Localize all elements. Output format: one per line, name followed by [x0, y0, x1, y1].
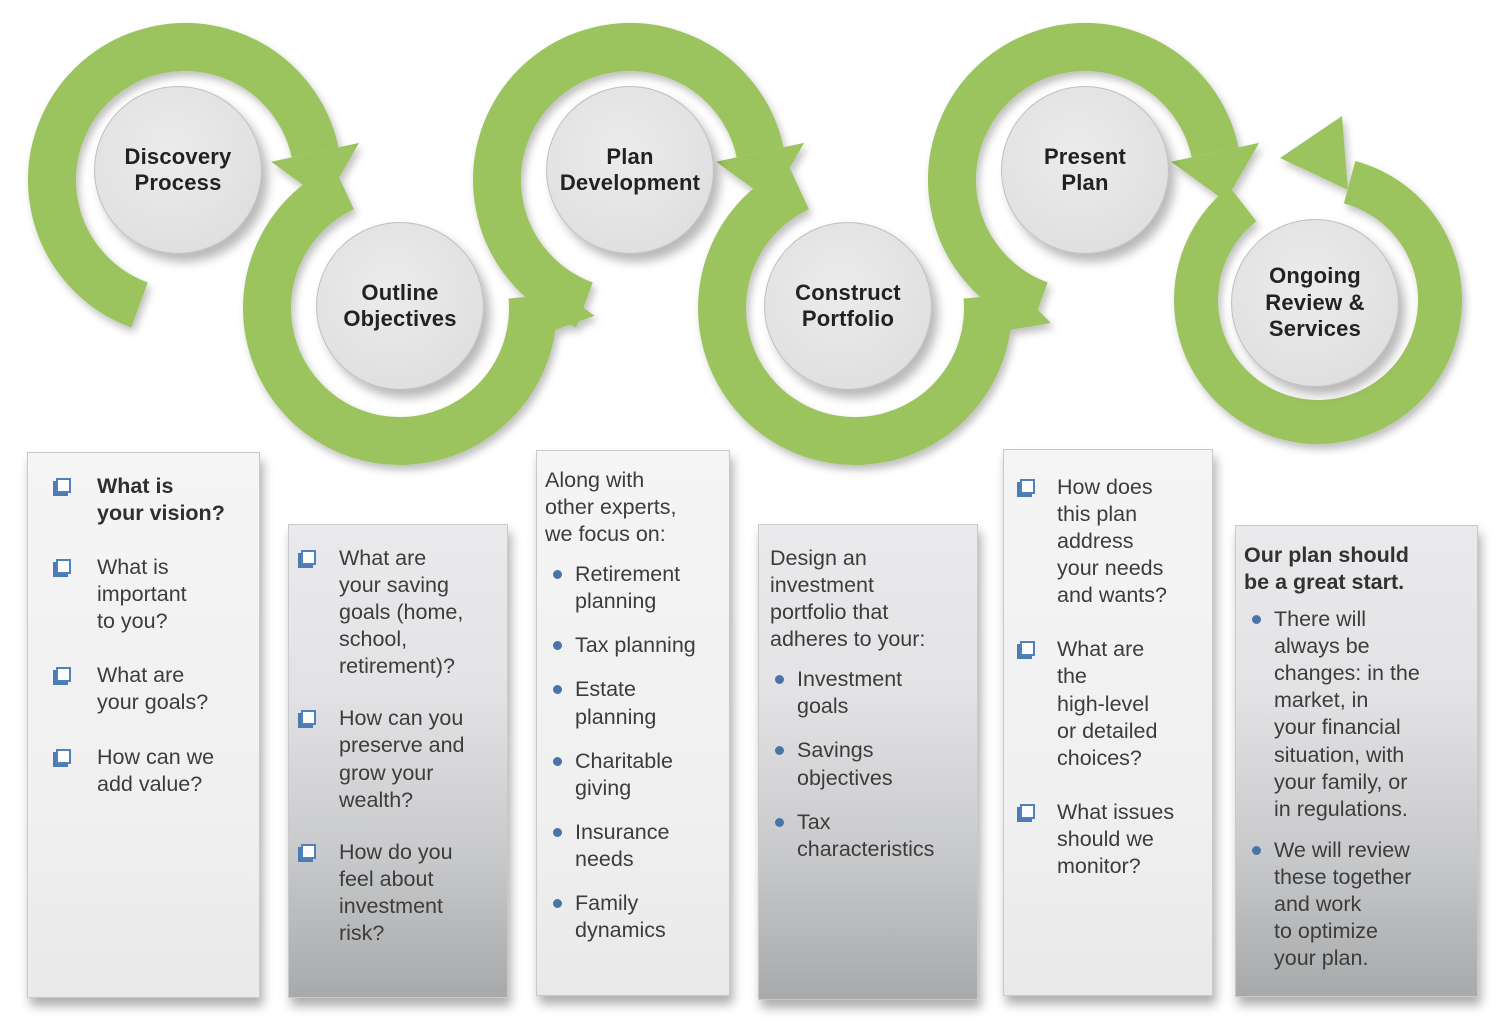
list-item-text: Family dynamics — [575, 890, 666, 943]
cycle-arrow-1 — [28, 23, 360, 328]
list-item: Family dynamics — [537, 890, 721, 944]
checkbox-bullet-icon — [56, 478, 71, 493]
checkbox-bullet-icon — [56, 559, 71, 575]
list-item-text: Investment goals — [797, 667, 903, 719]
cycle-arrow-6 — [1174, 116, 1462, 445]
checkbox-bullet-icon — [1020, 803, 1035, 819]
list-item-text: Savings objectives — [797, 738, 893, 790]
panel-outline-objectives: What are your saving goals (home, school… — [288, 524, 508, 998]
checkbox-bullet-icon — [301, 843, 316, 859]
panel-discovery-process: What is your vision? What is important t… — [27, 452, 260, 998]
list-item-text: How does this plan address your needs an… — [1057, 475, 1167, 608]
checkbox-bullet-icon — [56, 667, 71, 683]
list-item-text: How do you feel about investment risk? — [339, 839, 453, 945]
list-item-text: How can we add value? — [97, 744, 215, 796]
checkbox-bullet-icon — [301, 550, 316, 565]
list-item: What are your saving goals (home, school… — [289, 545, 499, 680]
list-item-text: Charitable giving — [575, 748, 673, 800]
list-item: How can we add value? — [28, 744, 251, 798]
list-item-text: What are your goals? — [97, 663, 209, 715]
dot-bullet-icon — [553, 898, 562, 908]
panel-plan-development: Along with other experts, we focus on: R… — [536, 450, 730, 996]
dot-bullet-icon — [553, 570, 562, 580]
list-item: How does this plan address your needs an… — [1004, 474, 1204, 609]
list-item: Tax planning — [537, 632, 721, 659]
stage-label: Outline Objectives — [343, 279, 457, 331]
list-item: Insurance needs — [537, 819, 721, 873]
stage-circle-present-plan: Present Plan — [1001, 86, 1169, 254]
stage-label: Construct Portfolio — [795, 279, 901, 331]
list-item: How can you preserve and grow your wealt… — [289, 705, 499, 813]
list-item-text: What are the high-level or detailed choi… — [1057, 637, 1158, 770]
stage-circle-discovery-process: Discovery Process — [94, 86, 262, 254]
list-item-text: What are your saving goals (home, school… — [339, 546, 464, 679]
list-item: Estate planning — [537, 676, 721, 730]
list-item: What are your goals? — [28, 662, 251, 716]
stage-circle-construct-portfolio: Construct Portfolio — [764, 222, 932, 390]
list-item-text: We will review these together and work t… — [1274, 837, 1412, 971]
dot-bullet-icon — [553, 685, 562, 695]
list-item: Retirement planning — [537, 561, 721, 615]
list-item: How do you feel about investment risk? — [289, 839, 499, 947]
stage-label: Plan Development — [559, 143, 701, 195]
stage-circle-outline-objectives: Outline Objectives — [316, 222, 484, 390]
dot-bullet-icon — [553, 756, 562, 766]
list-item-text: How can you preserve and grow your wealt… — [339, 706, 465, 812]
list-item: What is your vision? — [28, 473, 251, 527]
stage-circle-plan-development: Plan Development — [546, 86, 714, 254]
panel-ongoing-review: Our plan should be a great start. There … — [1235, 525, 1478, 997]
cycle-arrow-5 — [928, 23, 1260, 328]
panel-intro-text: Design an investment portfolio that adhe… — [770, 546, 926, 652]
process-cycle-arrows — [28, 23, 1462, 466]
panel-construct-portfolio: Design an investment portfolio that adhe… — [758, 524, 978, 1000]
dot-bullet-icon — [553, 641, 562, 651]
list-item-text: Estate planning — [575, 677, 657, 729]
list-item: There will always be changes: in the mar… — [1236, 606, 1469, 823]
list-item-text: Insurance needs — [575, 819, 670, 871]
list-item: Savings objectives — [759, 737, 969, 791]
dot-bullet-icon — [553, 827, 562, 837]
list-item-text: What issues should we monitor? — [1057, 799, 1175, 878]
stage-circle-ongoing-review: Ongoing Review & Services — [1231, 219, 1399, 387]
panel-intro-text: Our plan should be a great start. — [1244, 543, 1409, 595]
stage-label: Discovery Process — [124, 143, 232, 195]
list-item: What issues should we monitor? — [1004, 799, 1204, 880]
list-item-text: There will always be changes: in the mar… — [1274, 607, 1420, 821]
list-item: Charitable giving — [537, 748, 721, 802]
list-item: Investment goals — [759, 666, 969, 720]
dot-bullet-icon — [775, 675, 784, 685]
list-item-text: Tax characteristics — [797, 809, 935, 861]
checkbox-bullet-icon — [301, 710, 316, 726]
checkbox-bullet-icon — [1020, 641, 1035, 657]
list-item: What are the high-level or detailed choi… — [1004, 636, 1204, 771]
list-item: Tax characteristics — [759, 809, 969, 863]
dot-bullet-icon — [775, 746, 784, 756]
panel-intro-text: Along with other experts, we focus on: — [545, 468, 677, 547]
list-item-text: Retirement planning — [575, 562, 681, 614]
list-item: What is important to you? — [28, 554, 251, 635]
checkbox-bullet-icon — [56, 748, 71, 764]
dot-bullet-icon — [775, 817, 784, 827]
list-item-text: Tax planning — [575, 633, 696, 658]
list-item-text: What is important to you? — [97, 555, 187, 634]
cycle-arrow-3 — [473, 23, 805, 328]
dot-bullet-icon — [1252, 845, 1261, 855]
panel-present-plan: How does this plan address your needs an… — [1003, 449, 1213, 996]
checkbox-bullet-icon — [1020, 479, 1035, 494]
stage-label: Ongoing Review & Services — [1265, 263, 1365, 342]
list-item: We will review these together and work t… — [1236, 837, 1469, 972]
dot-bullet-icon — [1252, 615, 1261, 625]
list-item-text: What is your vision? — [97, 474, 225, 526]
stage-label: Present Plan — [1043, 143, 1127, 195]
